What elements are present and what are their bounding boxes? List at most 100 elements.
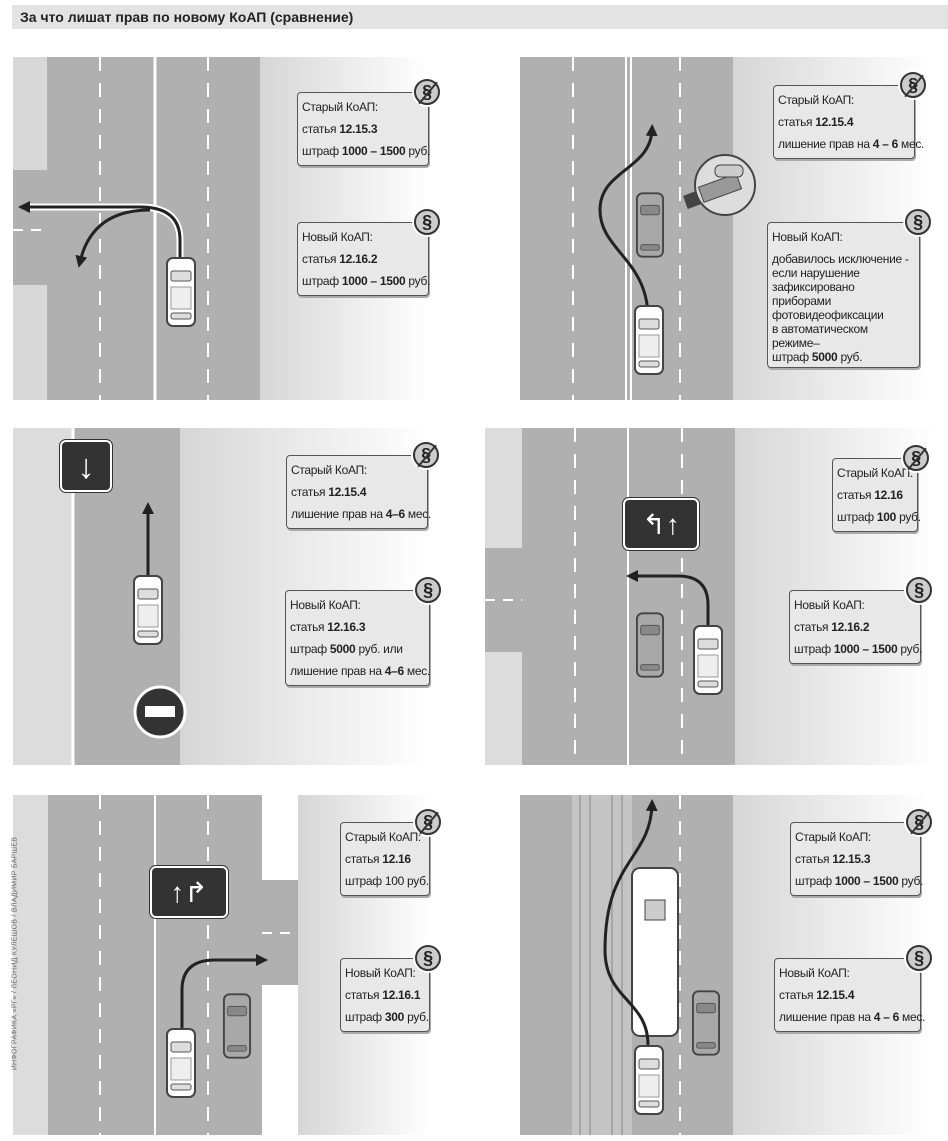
box-heading: Новый КоАП: [779,966,850,980]
label: штраф [837,510,874,524]
label: штраф [302,144,339,158]
old-law-icon: § [413,442,439,468]
article-number: 12.15.3 [339,122,378,136]
new-law-icon: § [905,209,931,235]
unit: мес. [406,664,430,678]
penalty-value: 1000 – 1500 [341,144,406,158]
car-icon [634,305,664,375]
left-turn-arrow [626,570,710,625]
car-icon [166,257,196,327]
penalty-value: 4–6 [385,507,405,521]
label: статья [778,115,813,129]
car-icon [634,1045,664,1115]
label: штраф [794,642,831,656]
penalty-value: 300 [384,1010,405,1024]
box-heading: Старый КоАП: [302,100,378,114]
box-heading: Старый КоАП: [345,830,421,844]
old-law-box: § Старый КоАП: статья 12.15.4 лишение пр… [286,442,439,529]
penalty-value: 1000 – 1500 [833,642,898,656]
article-number: 12.16 [382,852,411,866]
label: статья [795,852,830,866]
unit: мес. [407,507,431,521]
label: статья [302,252,337,266]
label: статья [302,122,337,136]
box-heading: Новый КоАП: [794,598,865,612]
no-entry-sign-icon [133,685,187,739]
old-law-box: § Старый КоАП: статья 12.15.3 штраф 1000… [790,809,932,896]
penalty-value: 5000 [811,350,838,364]
label: лишение прав на [778,137,870,151]
new-law-icon: § [415,945,441,971]
old-law-box: § Старый КоАП: статья 12.16 штраф 100 ру… [832,445,929,532]
article-number: 12.15.4 [328,485,367,499]
car-icon [223,993,251,1059]
credit-line: ИНФОГРАФИКА «РГ» / ЛЕОНИД КУЛЕШОВ / ВЛАД… [11,836,19,1071]
new-law-box: § Новый КоАП: статья 12.16.2 штраф 1000 … [789,577,932,664]
penalty-value: 4 – 6 [873,1010,900,1024]
unit: руб. [407,1010,429,1024]
unit: руб. [900,642,923,656]
old-law-icon: § [414,79,440,105]
unit: руб. [408,144,431,158]
penalty-value: 4–6 [384,664,404,678]
car-icon [692,990,720,1056]
unit: руб. [899,510,921,524]
new-law-icon: § [414,209,440,235]
article-number: 12.16.3 [327,620,366,634]
note-line: в автоматическом режиме– [772,322,868,350]
penalty-value: 4 – 6 [872,137,899,151]
note-line: зафиксировано приборами [772,280,855,308]
new-law-box: § Новый КоАП: добавилось исключение - ес… [767,209,931,368]
label: статья [779,988,814,1002]
label: статья [794,620,829,634]
right-turn-arrow [180,954,268,1032]
box-heading: Новый КоАП: [345,966,416,980]
tram-lane-arrow [603,799,658,1046]
panel-1-road [13,57,430,400]
penalty-value: 1000 – 1500 [341,274,406,288]
car-icon [133,575,163,645]
box-heading: Новый КоАП: [290,598,361,612]
old-law-icon: § [415,809,441,835]
unit: мес. [901,137,925,151]
car-icon [693,625,723,695]
penalty-value: 100 руб. [384,874,429,888]
turn-arrow [75,208,151,268]
article-number: 12.15.4 [816,988,855,1002]
speed-camera-icon [683,154,756,216]
new-law-icon: § [906,945,932,971]
article-number: 12.15.4 [815,115,854,129]
overtake-arrow [598,124,658,319]
label: штраф [795,874,832,888]
label: штраф [302,274,339,288]
unit: мес. [902,1010,926,1024]
label: лишение прав на [290,664,382,678]
box-heading: Старый КоАП: [837,466,913,480]
unit: руб. [840,350,863,364]
car-icon [636,612,664,678]
old-law-box: § Старый КоАП: статья 12.15.3 штраф 1000… [297,79,440,166]
new-law-box: § Новый КоАП: статья 12.16.2 штраф 1000 … [297,209,440,296]
label: статья [345,852,380,866]
old-law-icon: § [906,809,932,835]
penalty-value: 100 [876,510,897,524]
unit: руб. [901,874,924,888]
article-number: 12.15.3 [832,852,871,866]
label: лишение прав на [779,1010,871,1024]
penalty-value: 5000 [329,642,356,656]
label: статья [291,485,326,499]
article-number: 12.16 [874,488,903,502]
new-law-icon: § [906,577,932,603]
penalty-value: 1000 – 1500 [834,874,899,888]
box-heading: Старый КоАП: [291,463,367,477]
new-law-box: § Новый КоАП: статья 12.15.4 лишение пра… [774,945,932,1032]
unit: руб. или [358,642,403,656]
new-law-icon: § [415,577,441,603]
note-line: добавилось исключение - [772,252,909,266]
new-law-box: § Новый КоАП: статья 12.16.1 штраф 300 р… [340,945,441,1032]
article-number: 12.16.1 [382,988,421,1002]
old-law-icon: § [903,445,929,471]
note-line: фотовидеофиксации [772,308,884,322]
old-law-box: § Старый КоАП: статья 12.15.4 лишение пр… [773,72,926,159]
note-line: если нарушение [772,266,860,280]
